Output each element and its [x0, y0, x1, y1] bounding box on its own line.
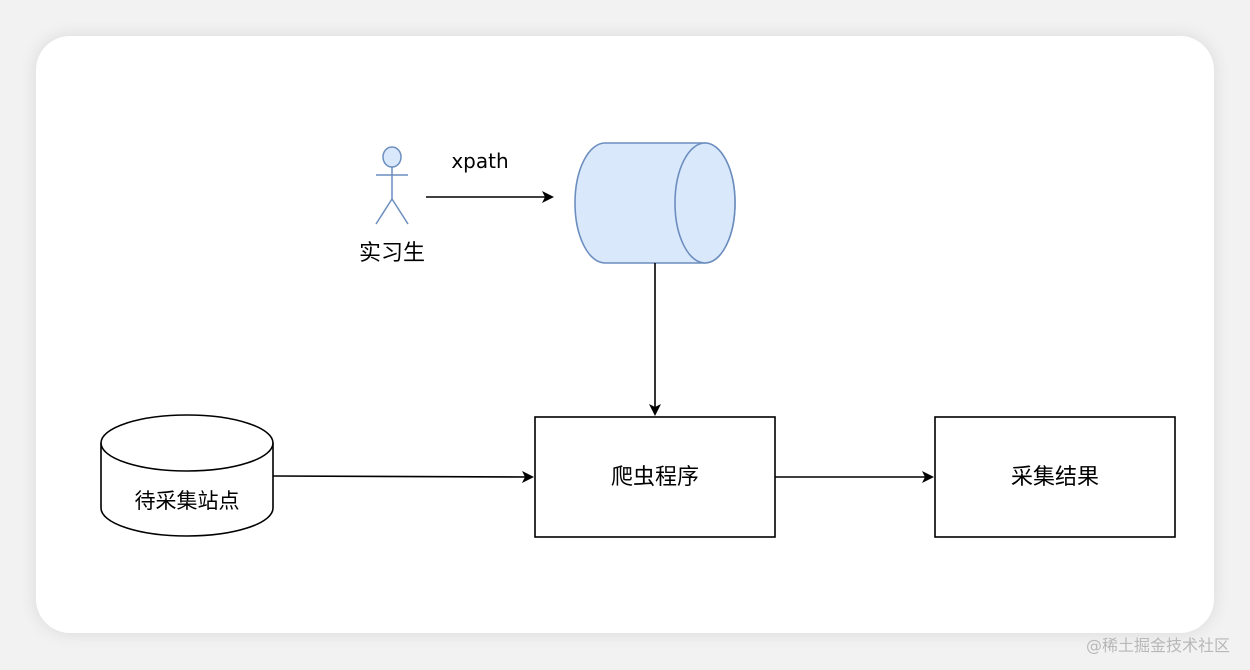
person-icon[interactable] — [375, 146, 409, 225]
arrow-db-to-crawler — [272, 470, 534, 483]
result-box[interactable] — [934, 416, 1176, 538]
source-db-shape[interactable] — [100, 414, 274, 537]
watermark: @稀土掘金技术社区 — [1085, 636, 1230, 655]
crawler-label: 爬虫程序 — [611, 465, 699, 490]
actor-label: 实习生 — [359, 241, 425, 266]
queue-shape[interactable] — [574, 142, 736, 264]
source-db-label: 待采集站点 — [135, 489, 240, 513]
crawler-box[interactable] — [534, 416, 776, 538]
edge-label-xpath: xpath — [451, 149, 508, 173]
result-label: 采集结果 — [1011, 465, 1099, 490]
